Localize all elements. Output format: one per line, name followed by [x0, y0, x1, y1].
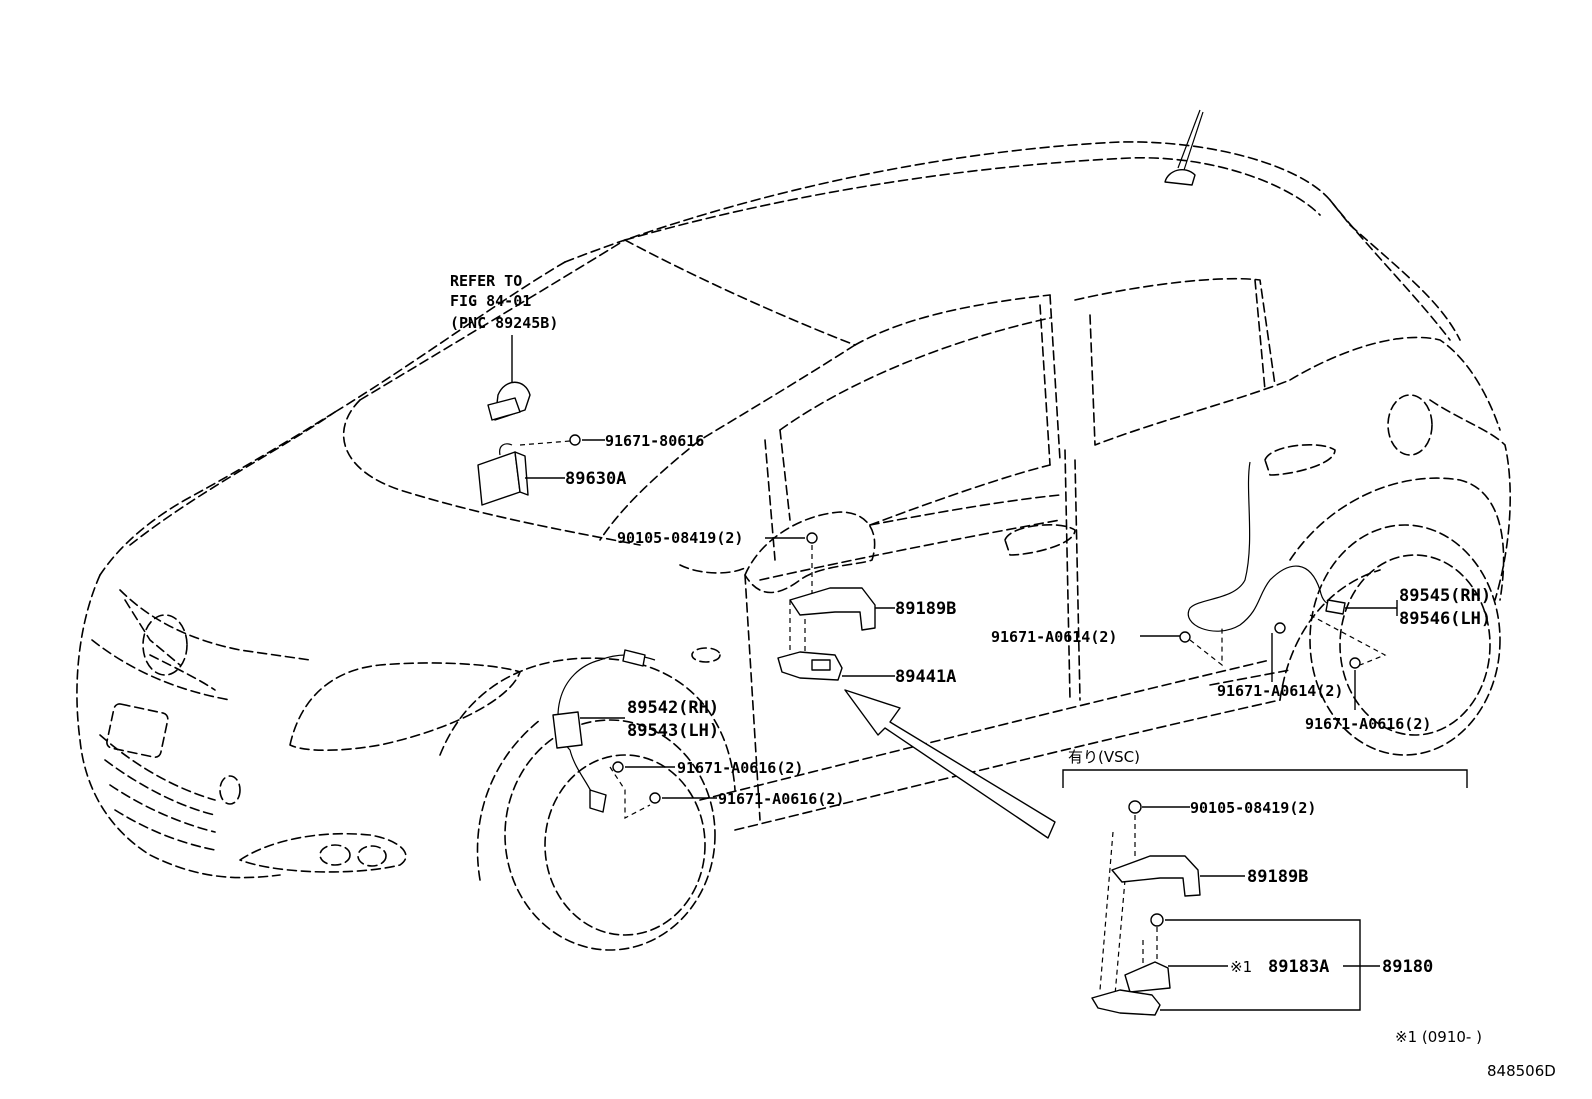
vsc-title: 有り(VSC) — [1068, 748, 1140, 766]
yaw-sensor-group: 90105-08419(2) 89189B 89441A — [617, 529, 956, 687]
label-89545-rh: 89545(RH) — [1399, 586, 1491, 606]
refer-line-2: FIG 84-01 — [450, 292, 531, 310]
refer-line-1: REFER TO — [450, 272, 522, 290]
label-89189b-top: 89189B — [895, 599, 956, 619]
label-89542-rh: 89542(RH) — [627, 698, 719, 718]
car-outline — [76, 141, 1511, 951]
vsc-label-89189b: 89189B — [1247, 867, 1308, 887]
label-89441a: 89441A — [895, 667, 956, 687]
roof-antenna — [1164, 109, 1204, 186]
vsc-inset: 有り(VSC) 90105-08419(2) 89189B ※1 89183A … — [1062, 748, 1468, 1016]
label-89630a: 89630A — [565, 469, 626, 489]
rear-speed-sensor-group: 89545(RH) 89546(LH) 91671-A0614(2) 91671… — [991, 461, 1491, 733]
location-arrow — [844, 689, 1056, 839]
label-91671-a0614-1: 91671-A0614(2) — [991, 628, 1117, 646]
vsc-note-mark: ※1 — [1230, 958, 1252, 976]
refer-line-3: (PNC 89245B) — [450, 314, 558, 332]
ref-module-part — [487, 381, 531, 421]
vsc-label-89180: 89180 — [1382, 957, 1433, 977]
bolt-80616-part: 91671-80616 — [519, 432, 704, 450]
vsc-label-89183a: 89183A — [1268, 957, 1329, 977]
label-89543-lh: 89543(LH) — [627, 721, 719, 741]
label-91671-a0614-2: 91671-A0614(2) — [1217, 682, 1343, 700]
label-91671-80616: 91671-80616 — [605, 432, 704, 450]
label-90105-08419-top: 90105-08419(2) — [617, 529, 743, 547]
ecu-part: 89630A — [477, 443, 626, 506]
footnote: ※1 (0910- ) — [1395, 1028, 1482, 1046]
front-speed-sensor-group: 89542(RH) 89543(LH) 91671-A0616(2) 91671… — [552, 649, 844, 819]
label-91671-a0616-2: 91671-A0616(2) — [718, 790, 844, 808]
label-91671-a0616-1: 91671-A0616(2) — [677, 759, 803, 777]
refer-note: REFER TO FIG 84-01 (PNC 89245B) — [450, 272, 558, 385]
vsc-label-90105-08419: 90105-08419(2) — [1190, 799, 1316, 817]
label-89546-lh: 89546(LH) — [1399, 609, 1491, 629]
drawing-id: 848506D — [1487, 1062, 1556, 1080]
label-91671-a0616-rear: 91671-A0616(2) — [1305, 715, 1431, 733]
